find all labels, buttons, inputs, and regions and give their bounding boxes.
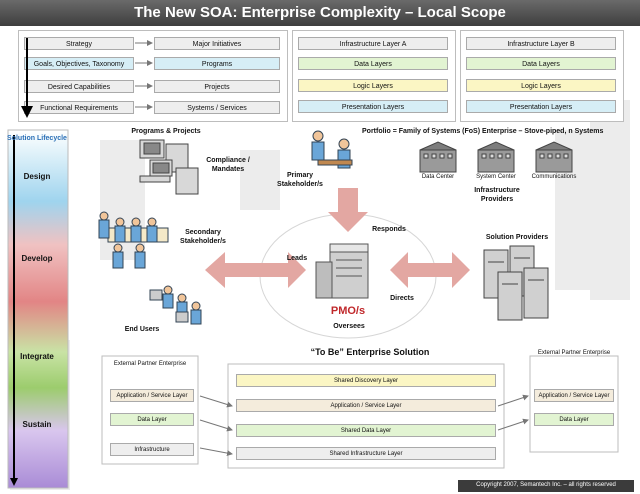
end-users-icon xyxy=(149,285,202,325)
infra-a-logic: Logic Layers xyxy=(298,79,448,92)
major-initiatives-cell: Major Initiatives xyxy=(154,37,280,50)
responds-arrow xyxy=(328,188,368,232)
page-title: The New SOA: Enterprise Complexity – Loc… xyxy=(0,0,640,26)
projects-cell: Projects xyxy=(154,80,280,93)
computers-icon xyxy=(139,139,199,195)
copyright-text: Copyright 2007, Semantech Inc. – all rig… xyxy=(476,482,616,488)
compliance-label: Compliance / Mandates xyxy=(206,157,250,173)
stage-develop: Develop xyxy=(21,254,53,263)
solution-providers-icon xyxy=(483,245,549,321)
infra-b-title: Infrastructure Layer B xyxy=(466,37,616,50)
right-data-layer: Data Layer xyxy=(534,413,614,426)
programs-projects-label: Programs & Projects xyxy=(131,128,201,135)
programs-cell: Programs xyxy=(154,57,280,70)
solution-providers-label: Solution Providers xyxy=(485,234,549,241)
system-center-label: System Center xyxy=(476,174,516,180)
system-center-icon xyxy=(477,141,515,173)
portfolio-label: Portfolio = Family of Systems (FoS) Ente… xyxy=(362,128,604,135)
pmo-label: PMO/s xyxy=(330,305,366,317)
responds-label: Responds xyxy=(372,226,406,233)
strategy-cell: Strategy xyxy=(24,37,134,50)
goals-cell: Goals, Objectives, Taxonomy xyxy=(24,57,134,70)
left-partner-title: External Partner Enterprise xyxy=(113,361,187,367)
left-app-service-layer: Application / Service Layer xyxy=(110,389,194,402)
infra-b-logic: Logic Layers xyxy=(466,79,616,92)
stage-sustain: Sustain xyxy=(22,420,52,429)
stage-integrate: Integrate xyxy=(20,352,54,361)
secondary-stakeholders-icon xyxy=(98,211,169,269)
data-center-label: Data Center xyxy=(421,174,455,180)
oversees-label: Oversees xyxy=(333,323,365,330)
communications-label: Communications xyxy=(531,174,577,180)
capabilities-cell: Desired Capabilities xyxy=(24,80,134,93)
lifecycle-bar xyxy=(7,129,69,489)
directs-label: Directs xyxy=(390,295,414,302)
left-data-layer: Data Layer xyxy=(110,413,194,426)
leads-label: Leads xyxy=(286,255,308,262)
stage-design: Design xyxy=(23,172,51,181)
copyright-bar xyxy=(458,480,634,492)
shared-discovery-layer: Shared Discovery Layer xyxy=(236,374,496,387)
to-be-title: “To Be” Enterprise Solution xyxy=(310,347,430,357)
shared-infrastructure-layer: Shared Infrastructure Layer xyxy=(236,447,496,460)
infra-a-presentation: Presentation Layers xyxy=(298,100,448,113)
data-center-icon xyxy=(419,141,457,173)
leads-arrow xyxy=(205,252,306,288)
communications-icon xyxy=(535,141,573,173)
infra-b-presentation: Presentation Layers xyxy=(466,100,616,113)
infra-a-data: Data Layers xyxy=(298,57,448,70)
center-app-service-layer: Application / Service Layer xyxy=(236,399,496,412)
infra-b-data: Data Layers xyxy=(466,57,616,70)
right-app-service-layer: Application / Service Layer xyxy=(534,389,614,402)
pmo-server-icon xyxy=(315,243,369,299)
secondary-stakeholder-label: Secondary Stakeholder/s xyxy=(180,229,226,245)
shared-data-layer: Shared Data Layer xyxy=(236,424,496,437)
directs-arrow xyxy=(390,252,470,288)
right-partner-panel xyxy=(529,355,619,453)
primary-stakeholder-label: Primary Stakeholder/s xyxy=(277,172,323,188)
left-infrastructure-layer: Infrastructure xyxy=(110,443,194,456)
end-users-label: End Users xyxy=(124,326,160,333)
systems-services-cell: Systems / Services xyxy=(154,101,280,114)
infrastructure-providers-label: Infrastructure Providers xyxy=(474,187,520,203)
infra-a-title: Infrastructure Layer A xyxy=(298,37,448,50)
primary-stakeholder-icon xyxy=(311,130,353,169)
lifecycle-title: Solution Lifecycle xyxy=(7,135,67,142)
right-partner-title: External Partner Enterprise xyxy=(537,350,611,356)
